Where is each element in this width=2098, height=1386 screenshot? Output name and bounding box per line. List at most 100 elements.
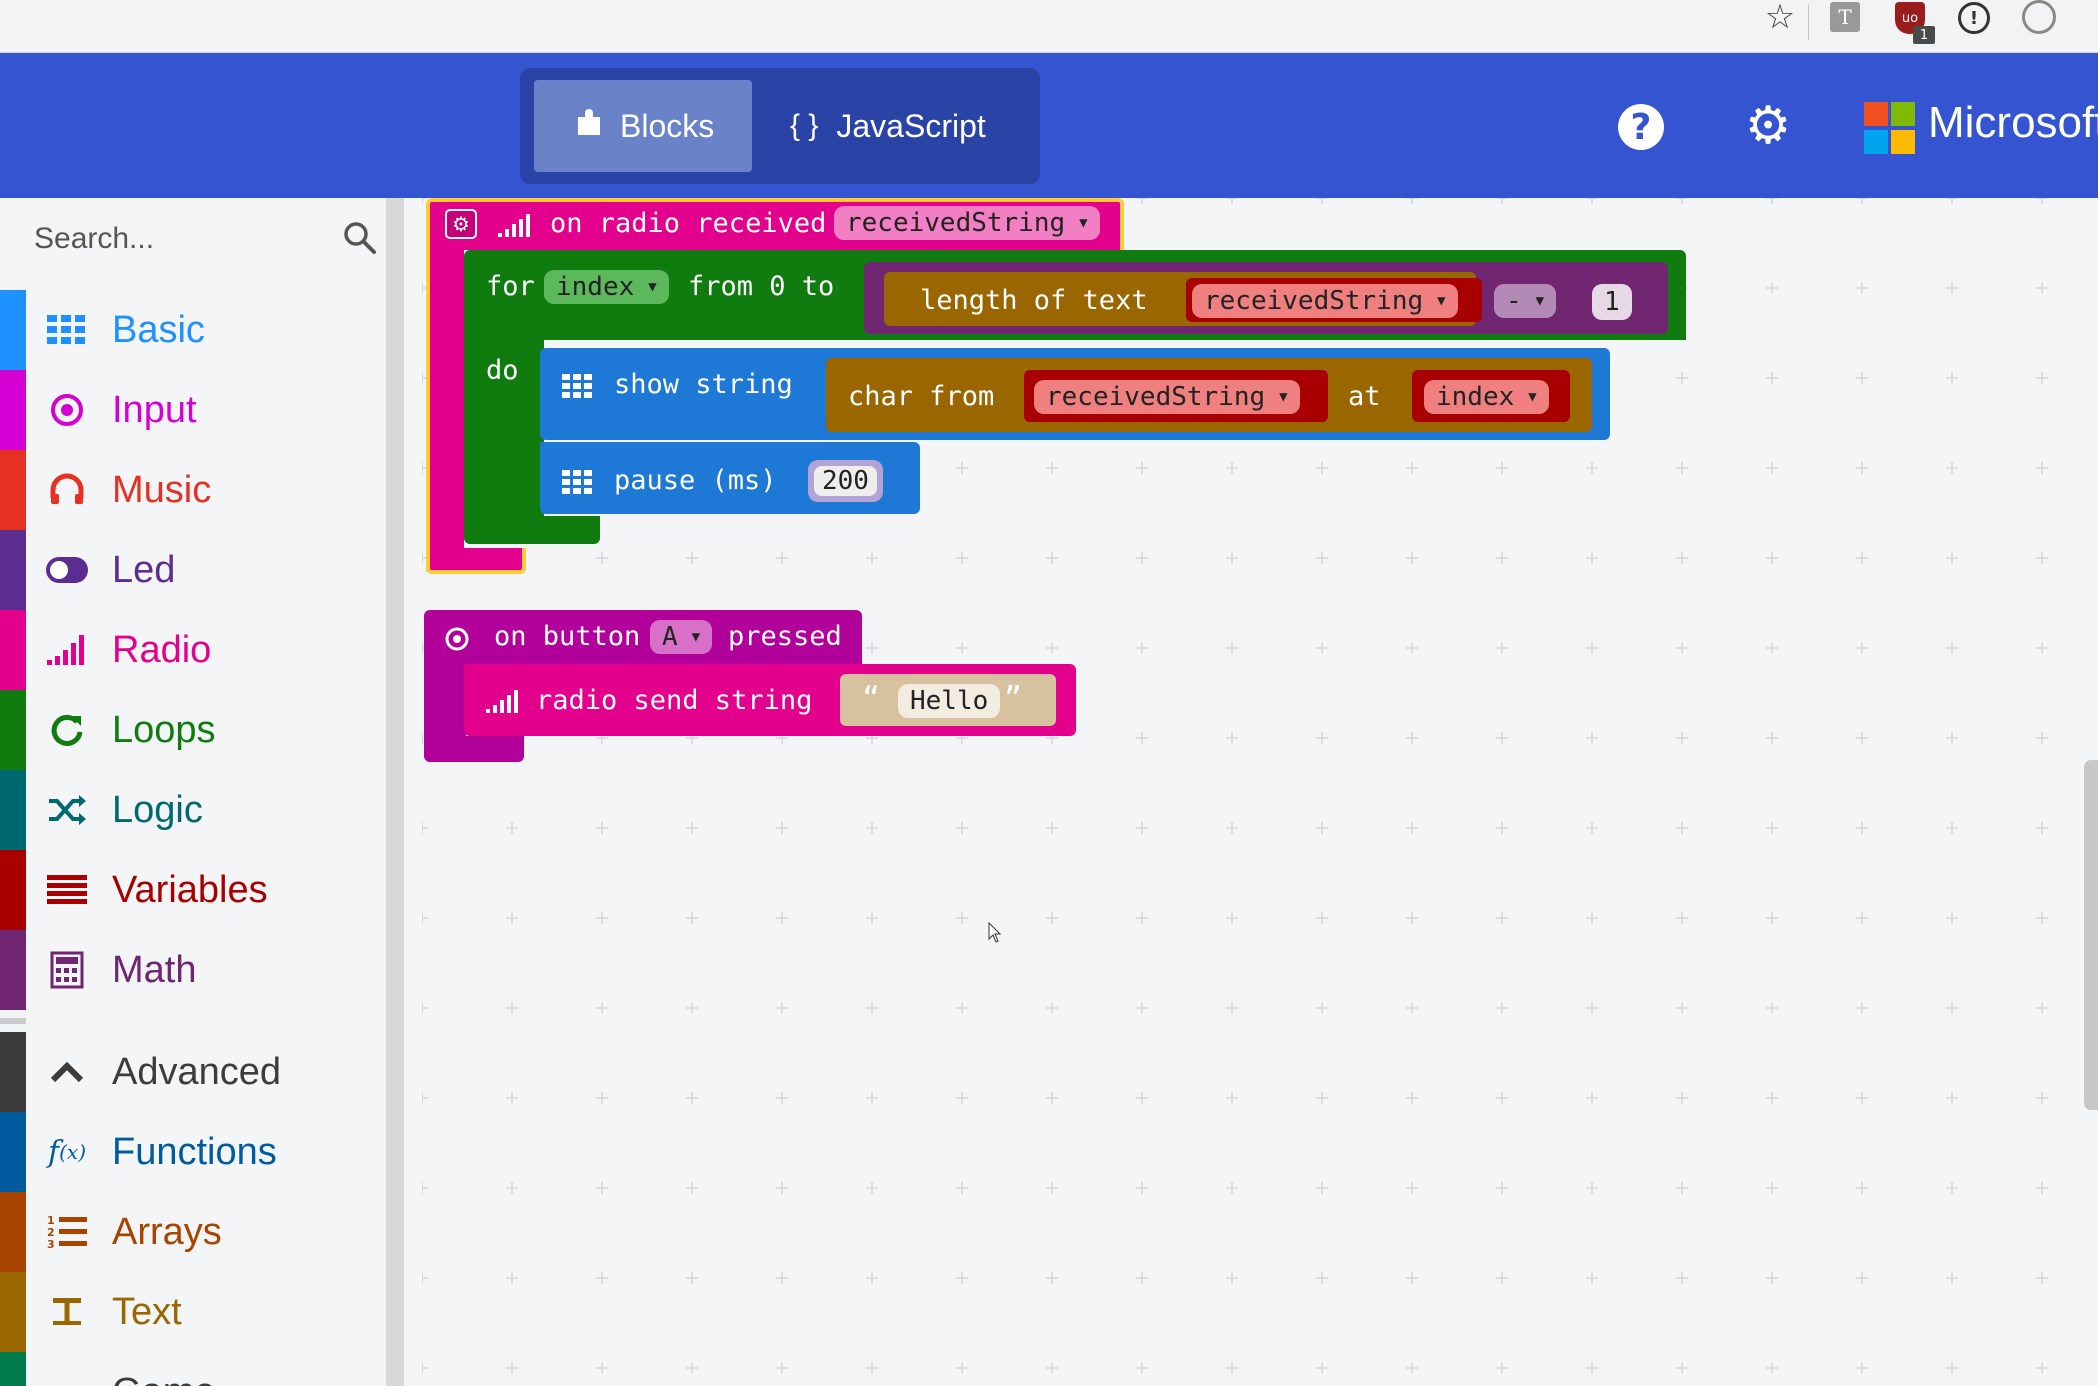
category-logic[interactable]: Logic [0,770,386,850]
toolbox-sidebar: Search... Basic Input Music [0,198,404,1386]
pause-value[interactable]: 200 [814,466,877,496]
tab-javascript-label: JavaScript [836,107,986,144]
chevron-up-icon [44,1049,90,1095]
category-color-bar [0,450,26,530]
for-label: for [486,271,535,302]
at-arg-variable[interactable]: index▼ [1424,380,1549,414]
pause-label: pause (ms) [614,465,777,496]
microsoft-brand-text: Microsoft [1928,98,2098,147]
category-label: Advanced [112,1050,282,1093]
category-math[interactable]: Math [0,930,386,1010]
from-to-label: from 0 to [688,271,835,302]
help-icon[interactable]: ? [1618,104,1664,150]
editor-mode-toggle: Blocks { } JavaScript [520,68,1040,184]
category-color-bar [0,530,26,610]
index-variable[interactable]: index ▼ [544,270,669,304]
grid-icon [562,470,592,494]
category-loops[interactable]: Loops [0,690,386,770]
category-color-bar [0,1192,26,1272]
category-advanced[interactable]: Advanced [0,1032,386,1112]
extension-badge: 1 [1913,26,1935,44]
gear-icon[interactable]: ⚙ [445,209,477,239]
for-loop-body [464,338,544,530]
pause-value-slot[interactable]: 200 [808,460,883,502]
category-label: Loops [112,708,216,751]
category-label: Variables [112,868,268,911]
text-icon [44,1289,90,1335]
category-color-bar [0,930,26,1010]
svg-text:1: 1 [47,1214,55,1227]
tab-blocks[interactable]: Blocks [534,80,752,172]
signal-icon [486,690,518,713]
button-dropdown[interactable]: A▼ [650,620,713,654]
search-input[interactable]: Search... [34,222,155,255]
category-variables[interactable]: Variables [0,850,386,930]
category-functions[interactable]: f(x) Functions [0,1112,386,1192]
search-icon[interactable] [342,220,378,256]
refresh-icon [44,707,90,753]
target-icon [44,387,90,433]
bookmark-star-icon[interactable]: ☆ [1764,0,1796,37]
close-quote-icon: ” [1004,681,1023,716]
category-label: Text [112,1290,182,1333]
for-loop-foot [464,516,600,544]
tab-blocks-label: Blocks [620,107,715,144]
number-input-1[interactable]: 1 [1592,284,1632,320]
headphones-icon [44,467,90,513]
workspace-scrollbar[interactable] [2084,760,2098,1110]
show-string-label: show string [614,369,793,400]
category-divider [0,1018,26,1024]
category-label: Music [112,468,212,511]
category-label: Led [112,548,176,591]
button-event-hat[interactable] [424,610,862,666]
settings-gear-icon[interactable]: ⚙ [1744,96,1792,156]
password-manager-icon[interactable]: ! [1958,2,1990,34]
length-arg-variable[interactable]: receivedString▼ [1192,284,1458,318]
dropdown-arrow-icon: ▼ [648,279,657,295]
at-label: at [1348,381,1381,412]
dropdown-arrow-icon: ▼ [1437,293,1446,309]
category-label: Logic [112,788,203,831]
target-icon [445,627,469,651]
braces-icon: { } [790,109,819,142]
length-label: length of text [920,285,1148,316]
button-event-body [424,664,466,744]
tab-javascript[interactable]: { } JavaScript [770,80,1020,172]
function-icon: f(x) [48,1134,86,1170]
signal-icon [498,214,530,237]
category-led[interactable]: Led [0,530,386,610]
category-label: Game [112,1371,215,1386]
var-label: index [556,272,635,302]
string-text: Hello [910,686,989,716]
category-color-bar [0,1352,26,1386]
extension-t-icon[interactable]: T [1830,2,1860,32]
toolbox-search[interactable]: Search... [0,198,386,280]
radio-event-label: on radio received [550,208,827,239]
var-label: index [1436,382,1515,412]
radio-send-label: radio send string [536,685,813,716]
operator-dropdown[interactable]: -▼ [1494,284,1557,318]
profile-extension-icon[interactable] [2022,0,2056,34]
category-basic[interactable]: Basic [0,290,386,370]
game-icon [44,1369,90,1386]
svg-text:3: 3 [47,1238,55,1250]
button-event-foot [424,736,524,762]
category-game[interactable]: Game [0,1352,386,1386]
category-text[interactable]: Text [0,1272,386,1352]
char-arg-variable[interactable]: receivedString▼ [1034,380,1300,414]
char-from-label: char from [848,381,995,412]
microsoft-logo[interactable] [1864,102,1916,154]
received-string-param[interactable]: receivedString▼ [834,206,1100,240]
category-color-bar [0,290,26,370]
category-input[interactable]: Input [0,370,386,450]
shuffle-icon [44,787,90,833]
category-radio[interactable]: Radio [0,610,386,690]
list-icon [44,867,90,913]
dropdown-arrow-icon: ▼ [1079,215,1088,231]
category-music[interactable]: Music [0,450,386,530]
string-value[interactable]: Hello [898,684,1001,718]
